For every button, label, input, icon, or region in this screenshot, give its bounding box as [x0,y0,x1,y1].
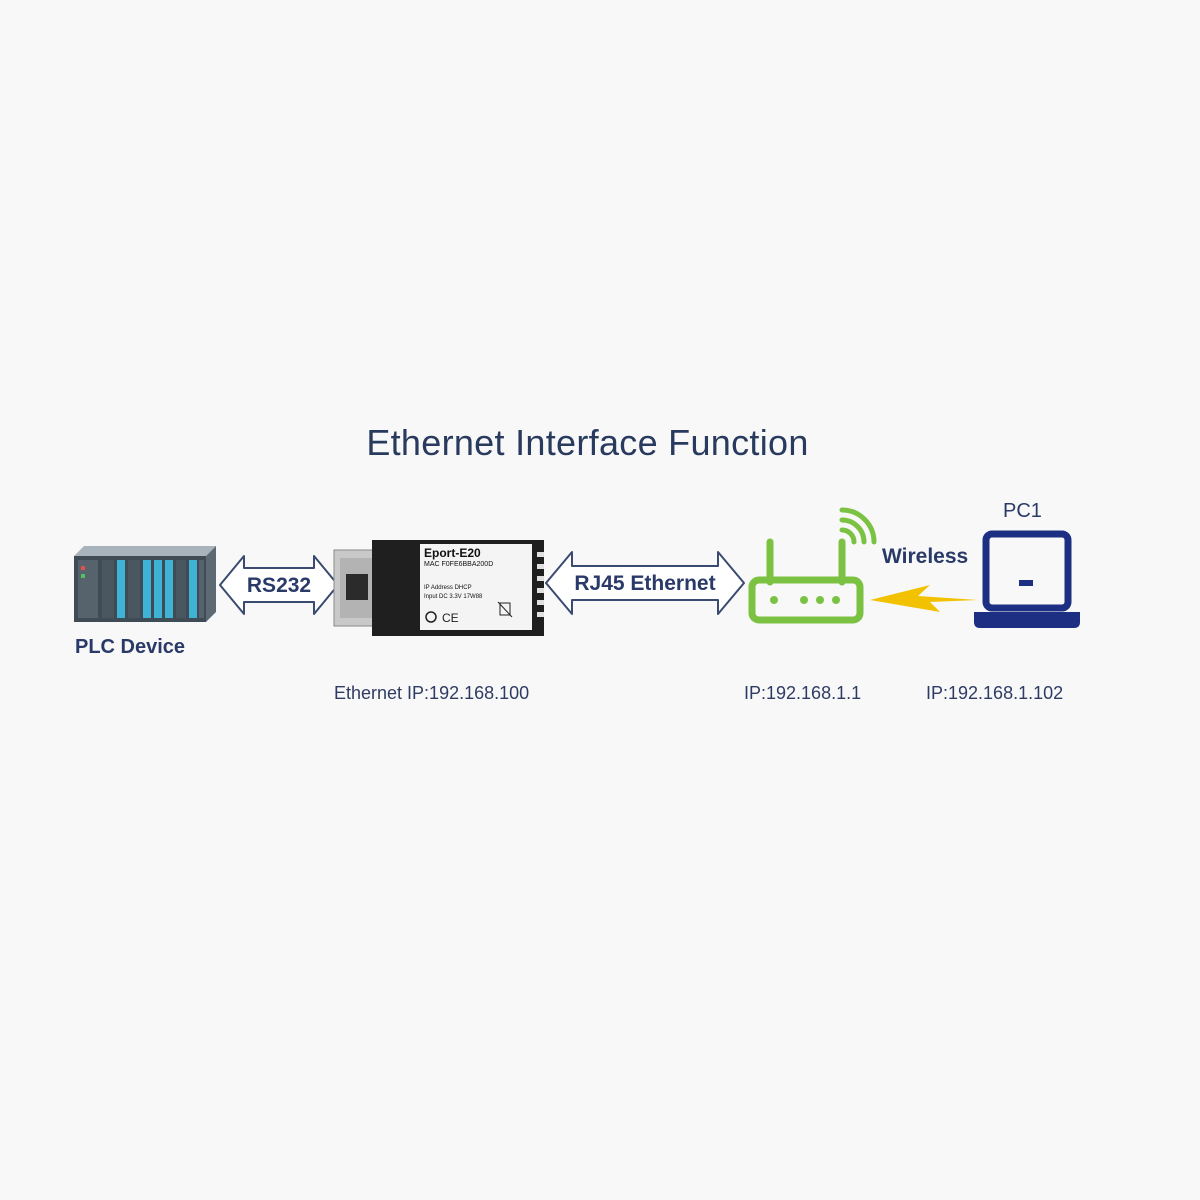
module-ip-caption: Ethernet IP:192.168.100 [334,683,530,703]
module-mac: MAC F0FE6BBA200D [424,561,494,568]
pc-ip-caption: IP:192.168.1.102 [926,683,1064,703]
module-ip-line: IP Address DHCP [424,585,472,591]
pc-label: PC1 [1003,500,1042,522]
plc-device-label: PLC Device [75,636,186,658]
wireless-label: Wireless [882,545,969,568]
router-ip-caption: IP:192.168.1.1 [744,683,862,703]
module-name: Eport-E20 [424,546,481,560]
svg-text:CE: CE [442,611,459,625]
rs232-label: RS232 [246,574,312,597]
diagram-title: Ethernet Interface Function [366,422,809,463]
rj45-label: RJ45 Ethernet [574,572,716,595]
module-input-line: Input DC 3.3V 17W88 [424,594,483,600]
